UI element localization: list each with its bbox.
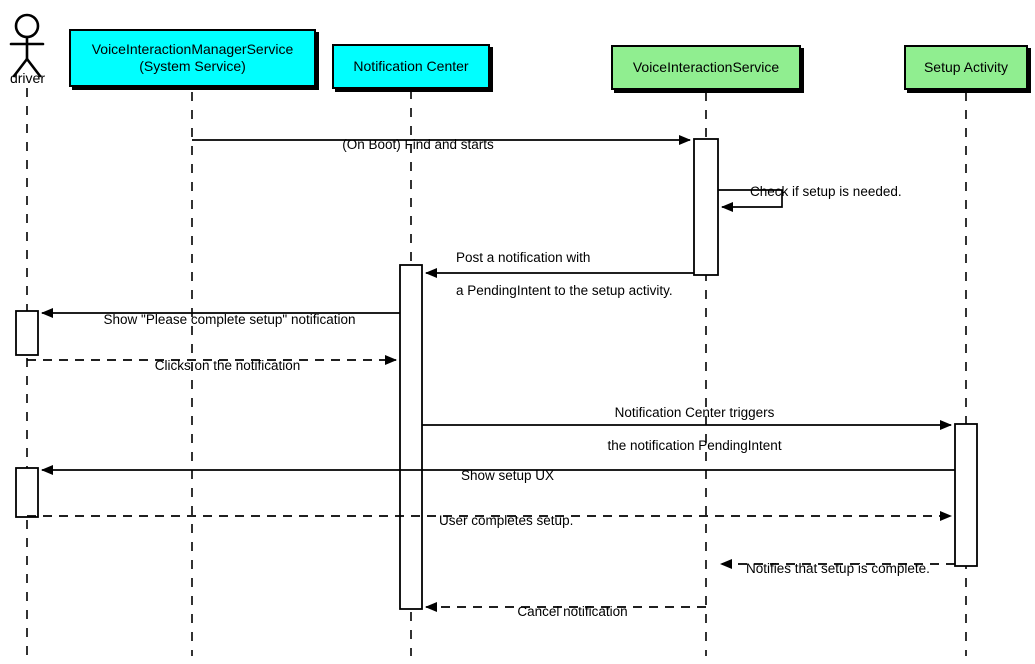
activation-driver-1	[15, 310, 39, 356]
message-text-9: Notifies that setup is complete.	[746, 561, 930, 577]
message-text-4: Show "Please complete setup" notificatio…	[103, 312, 356, 328]
message-label-9: Notifies that setup is complete.	[731, 545, 930, 594]
message-label-8: User completes setup.	[424, 497, 573, 546]
message-text-8: User completes setup.	[439, 513, 574, 529]
message-line-2-self	[718, 189, 783, 212]
message-label-2: Check if setup is needed.	[735, 168, 902, 217]
participant-box-voice-interaction-service[interactable]: VoiceInteractionService	[611, 45, 801, 90]
participant-box-vims[interactable]: VoiceInteractionManagerService (System S…	[69, 29, 316, 87]
activation-bars	[15, 138, 978, 610]
message-text-7: Show setup UX	[460, 468, 555, 484]
participant-label-vims-line2: (System Service)	[139, 58, 246, 74]
message-label-10: Cancel notification	[435, 588, 695, 637]
participant-box-notification-center[interactable]: Notification Center	[332, 44, 490, 89]
message-text-6b: the notification PendingIntent	[607, 438, 782, 454]
activation-setup-activity	[954, 423, 978, 567]
message-text-10: Cancel notification	[517, 604, 628, 620]
message-text-1: (On Boot) Find and starts	[342, 137, 494, 153]
message-label-4: Show "Please complete setup" notificatio…	[57, 296, 387, 345]
participant-label-notification-center: Notification Center	[353, 57, 469, 74]
participant-box-setup-activity[interactable]: Setup Activity	[904, 45, 1028, 90]
message-label-3: Post a notification with a PendingIntent…	[441, 234, 673, 316]
message-label-7: Show setup UX	[370, 452, 630, 501]
message-text-3a: Post a notification with	[456, 250, 591, 266]
activation-driver-2	[15, 467, 39, 518]
activation-notification-center	[399, 264, 423, 610]
participant-label-voice-interaction-service: VoiceInteractionService	[632, 58, 780, 75]
activation-voice-interaction-service	[693, 138, 719, 276]
participant-label-vims-line1: VoiceInteractionManagerService	[91, 40, 294, 57]
participant-label-setup-activity: Setup Activity	[923, 58, 1009, 75]
participant-label-driver: driver	[9, 70, 45, 86]
message-label-5: Clicks on the notification	[55, 342, 385, 391]
message-label-6: Notification Center triggers the notific…	[512, 389, 862, 471]
message-text-6a: Notification Center triggers	[614, 405, 775, 421]
actor-driver-icon	[9, 13, 45, 78]
message-label-1: (On Boot) Find and starts	[283, 121, 538, 170]
message-text-2: Check if setup is needed.	[750, 184, 902, 200]
message-text-5: Clicks on the notification	[154, 358, 301, 374]
message-text-3b: a PendingIntent to the setup activity.	[456, 283, 673, 299]
